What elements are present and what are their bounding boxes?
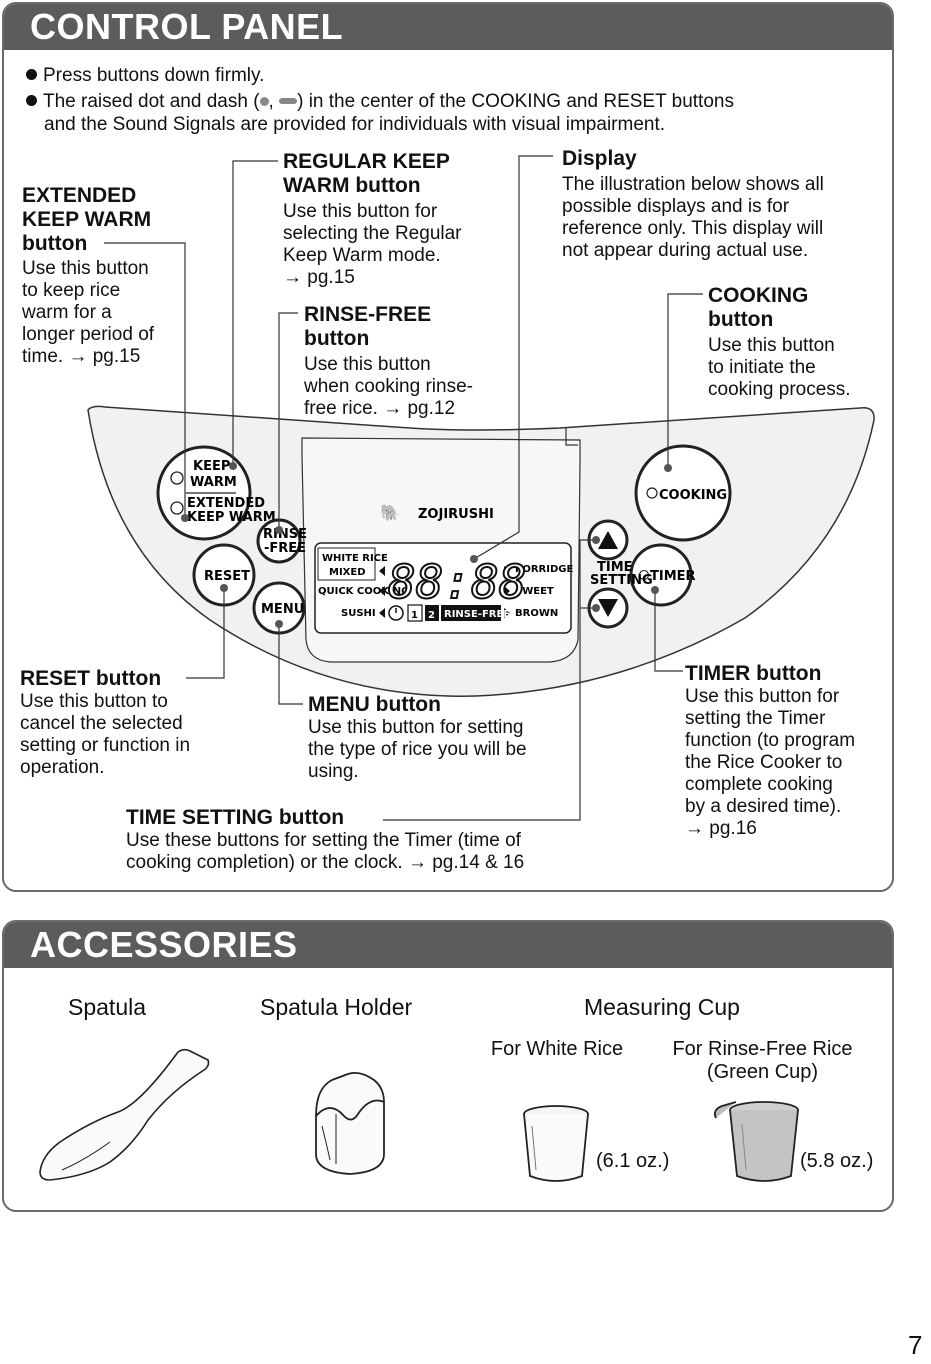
page-number: 7 — [908, 1330, 923, 1360]
callout-body: Use this button to keep rice warm for a … — [22, 258, 155, 367]
raised-dot-icon — [259, 97, 269, 106]
svg-text:TIME: TIME — [597, 560, 633, 575]
lcd-digits: 88:88 — [388, 555, 526, 609]
callout-title: RINSE-FREE button — [304, 303, 432, 350]
callout-title: TIMER button — [685, 662, 822, 685]
white-cup-size: (6.1 oz.) — [596, 1150, 670, 1172]
svg-text:MENU: MENU — [261, 602, 304, 617]
svg-text:EXTENDED: EXTENDED — [187, 496, 265, 511]
callout-menu: MENU button Use this button for setting … — [308, 693, 588, 783]
callout-timer: TIMER button Use this button for setting… — [685, 662, 885, 840]
control-panel-title: CONTROL PANEL — [30, 6, 344, 47]
accessories-header: ACCESSORIES — [4, 922, 892, 968]
bullet-text: Press buttons down firmly. — [43, 65, 265, 86]
bullet-tactile-line2: and the Sound Signals are provided for i… — [44, 114, 666, 135]
leader-dots — [181, 462, 672, 628]
keep-warm-led — [170, 471, 184, 485]
svg-text:KEEP WARM: KEEP WARM — [187, 510, 276, 525]
callout-title: RESET button — [20, 667, 162, 690]
callout-body: Use this button for setting the type of … — [308, 717, 527, 782]
rinse-free-cup-label: For Rinse-Free Rice (Green Cup) — [672, 1038, 853, 1083]
timer-button-shape — [629, 543, 693, 607]
callout-body: Use these buttons for setting the Timer … — [126, 830, 525, 873]
control-panel-illustration: KEEP WARM EXTENDED KEEP WARM RINSE -FREE… — [87, 155, 875, 821]
svg-text:COOKING: COOKING — [659, 488, 727, 503]
accessories-title: ACCESSORIES — [30, 924, 298, 965]
svg-text:SETTING: SETTING — [590, 573, 653, 588]
spatula-holder-label: Spatula Holder — [260, 994, 413, 1020]
callout-rinse-free: RINSE-FREE button Use this button when c… — [304, 303, 514, 420]
white-rice-cup-icon — [523, 1105, 589, 1182]
bullet-press-firmly: Press buttons down firmly. — [26, 64, 264, 88]
bullet-dot-icon — [26, 95, 37, 106]
control-panel-header: CONTROL PANEL — [4, 4, 892, 50]
accessories-illustrations — [39, 1048, 799, 1182]
svg-text:WHITE RICE: WHITE RICE — [322, 553, 388, 564]
callout-body: Use this button to cancel the selected s… — [20, 691, 191, 778]
svg-text:KEEP: KEEP — [193, 459, 230, 474]
callout-title: COOKING button — [708, 284, 809, 331]
callout-body: Use this button when cooking rinse- free… — [304, 354, 473, 419]
callout-body: The illustration below shows all possibl… — [562, 174, 824, 261]
brand-logo: 🐘 — [380, 503, 400, 522]
svg-text:BROWN: BROWN — [515, 608, 558, 619]
cooking-button-shape — [634, 444, 732, 542]
callout-display: Display The illustration below shows all… — [562, 147, 882, 262]
raised-dash-icon — [279, 98, 298, 104]
measuring-cup-label: Measuring Cup — [584, 994, 740, 1020]
svg-text:RINSE: RINSE — [263, 527, 307, 542]
white-rice-cup-label: For White Rice — [490, 1038, 624, 1060]
svg-text:QUICK COOKING: QUICK COOKING — [318, 586, 409, 597]
svg-text:SUSHI: SUSHI — [341, 608, 376, 619]
callout-time-setting: TIME SETTING button Use these buttons fo… — [126, 806, 596, 874]
callout-title: EXTENDED KEEP WARM button — [22, 184, 152, 255]
callout-cooking: COOKING button Use this button to initia… — [708, 284, 898, 401]
extended-keep-warm-led — [170, 501, 184, 515]
svg-text:RESET: RESET — [204, 569, 250, 584]
svg-text:PORRIDGE: PORRIDGE — [515, 564, 573, 575]
spatula-icon — [39, 1048, 210, 1181]
callout-reset: RESET button Use this button to cancel t… — [20, 667, 240, 779]
callout-body: Use this button to initiate the cooking … — [708, 335, 851, 400]
green-cup-size: (5.8 oz.) — [800, 1150, 874, 1172]
spatula-holder-icon — [315, 1071, 385, 1175]
svg-text:RINSE-FREE: RINSE-FREE — [444, 609, 510, 620]
svg-text:SWEET: SWEET — [515, 586, 554, 597]
bullet-tactile-markers: The raised dot and dash (, ) in the cent… — [26, 90, 886, 114]
callout-body: Use this button for selecting the Regula… — [283, 201, 462, 288]
svg-text:-FREE: -FREE — [264, 541, 306, 556]
callout-title: TIME SETTING button — [126, 806, 345, 829]
callout-regular-keep-warm: REGULAR KEEP WARM button Use this button… — [283, 150, 503, 289]
callout-title: REGULAR KEEP WARM button — [283, 150, 450, 197]
callout-extended-keep-warm: EXTENDED KEEP WARM button Use this butto… — [22, 184, 192, 368]
callout-title: Display — [562, 147, 637, 170]
svg-text:WARM: WARM — [190, 475, 237, 490]
bullet-dot-icon — [26, 69, 37, 80]
spatula-label: Spatula — [68, 994, 147, 1020]
svg-text:MIXED: MIXED — [329, 567, 366, 578]
bullet-text: The raised dot and dash ( — [43, 91, 260, 112]
green-rice-cup-icon — [713, 1101, 799, 1182]
svg-text:TIMER: TIMER — [650, 569, 696, 584]
svg-text:2: 2 — [428, 610, 435, 621]
svg-text:1: 1 — [411, 610, 418, 621]
leader-lines — [104, 155, 703, 821]
callout-body: Use this button for setting the Timer fu… — [685, 686, 856, 839]
bullet-text: ) in the center of the COOKING and RESET… — [297, 91, 734, 112]
callout-title: MENU button — [308, 693, 441, 716]
svg-text:ZOJIRUSHI: ZOJIRUSHI — [418, 507, 494, 522]
